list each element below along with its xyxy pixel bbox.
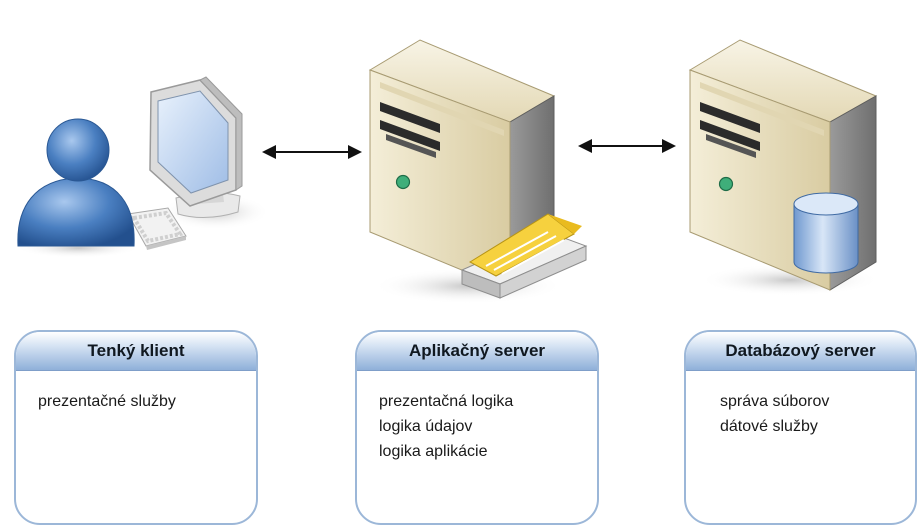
box-content: prezentačné služby [16,371,256,414]
box-title: Databázový server [686,332,915,371]
box-line: logika údajov [379,418,473,435]
user-icon [16,118,140,258]
keyboard-icon [127,207,187,250]
box-title: Tenký klient [16,332,256,371]
double-arrow-icon [262,145,362,159]
application-server-box: Aplikačný server prezentačná logika logi… [355,330,599,525]
database-icon [793,192,859,274]
box-line: dátové služby [720,418,818,435]
box-title: Aplikačný server [357,332,597,371]
database-server-box: Databázový server správa súborov dátové … [684,330,917,525]
box-line: logika aplikácie [379,443,488,460]
box-line: prezentačná logika [379,393,514,410]
thin-client-box: Tenký klient prezentačné služby [14,330,258,525]
double-arrow-icon [578,139,676,153]
network-switch-icon [460,213,588,299]
box-content: správa súborov dátové služby [686,371,915,439]
monitor-icon [149,76,270,230]
box-line: správa súborov [720,393,830,410]
box-content: prezentačná logika logika údajov logika … [357,371,597,464]
box-line: prezentačné služby [38,393,176,410]
